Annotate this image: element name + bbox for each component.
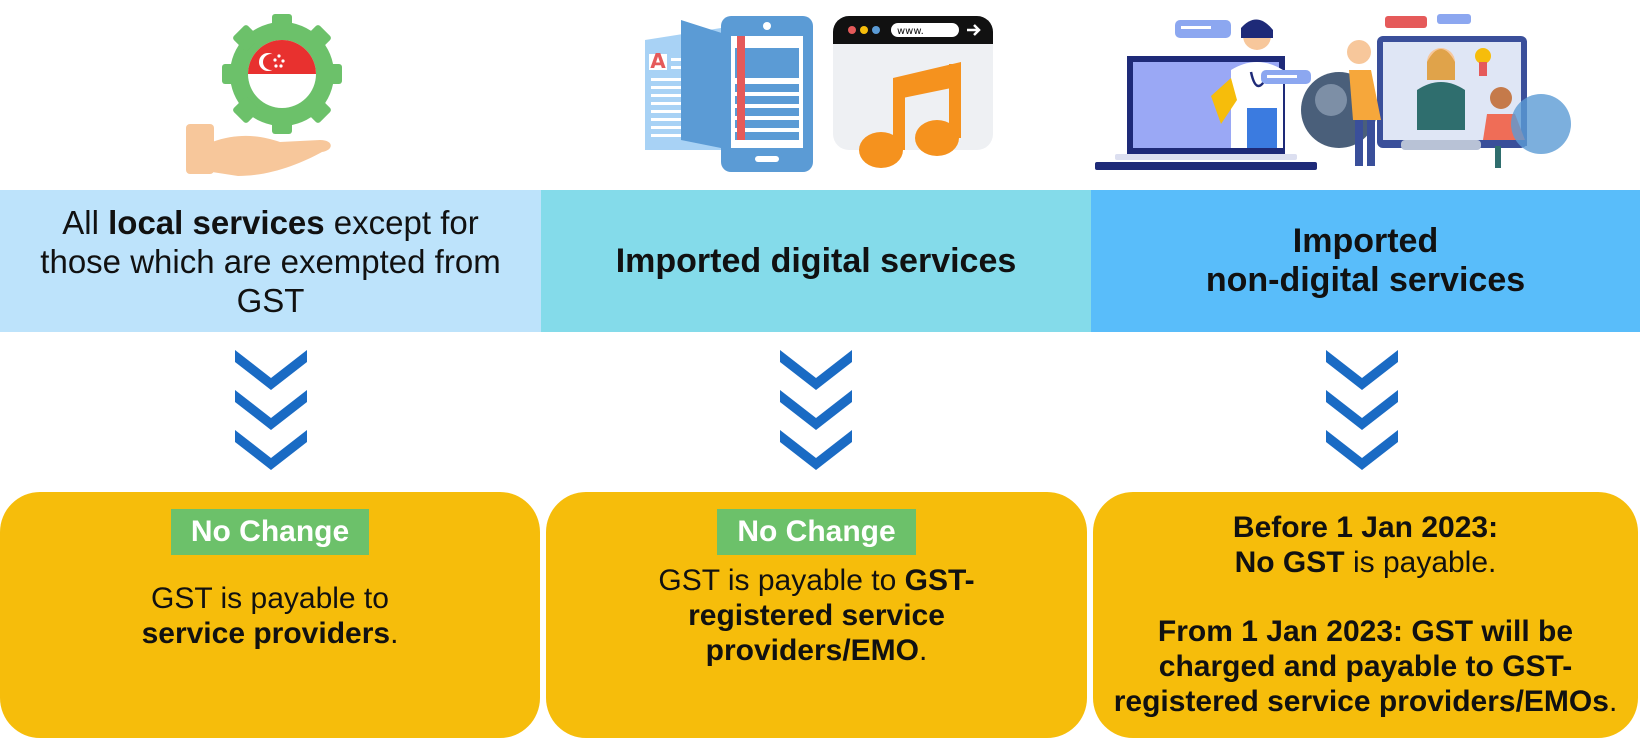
local-services-illustration [0,0,541,182]
smartphone-icon [721,16,813,172]
card-text: GST is payable to GST-registered service… [658,564,975,667]
card-imported-non-digital-services: Before 1 Jan 2023: No GST is payable. Fr… [1093,492,1638,738]
card-text: GST is payable to service providers. [141,582,399,650]
svg-text:A: A [650,49,666,73]
gear-icon [222,14,342,134]
svg-text:www.: www. [897,26,924,37]
music-note-icon [859,62,961,168]
gear-hand-icon [186,14,342,176]
header-local-services: All local services except for those whic… [0,190,541,332]
digital-devices-icon: A [645,16,993,172]
status-badge: No Change [170,509,370,555]
non-digital-services-illustration [1091,0,1640,182]
hand-icon [186,124,331,176]
header-imported-digital-services: Imported digital services [541,190,1091,332]
video-call-icon [1301,14,1571,168]
chevron-down-icon [235,350,307,470]
service-category-headers: All local services except for those whic… [0,190,1640,332]
digital-services-illustration: A [541,0,1091,182]
card-text: Before 1 Jan 2023: No GST is payable. Fr… [1113,511,1618,718]
singapore-flag-icon [248,40,316,74]
telehealth-icon [1095,14,1571,170]
book-icon: A [645,20,731,150]
card-imported-digital-services: No Change GST is payable to GST-register… [546,492,1087,738]
status-badge: No Change [717,509,916,555]
chevron-down-icon [1326,350,1398,470]
card-local-services: No Change GST is payable to service prov… [0,492,540,738]
gst-outcome-cards: No Change GST is payable to service prov… [0,492,1640,738]
laptop-doctor-icon [1095,19,1317,170]
chevron-down-icon [780,350,852,470]
